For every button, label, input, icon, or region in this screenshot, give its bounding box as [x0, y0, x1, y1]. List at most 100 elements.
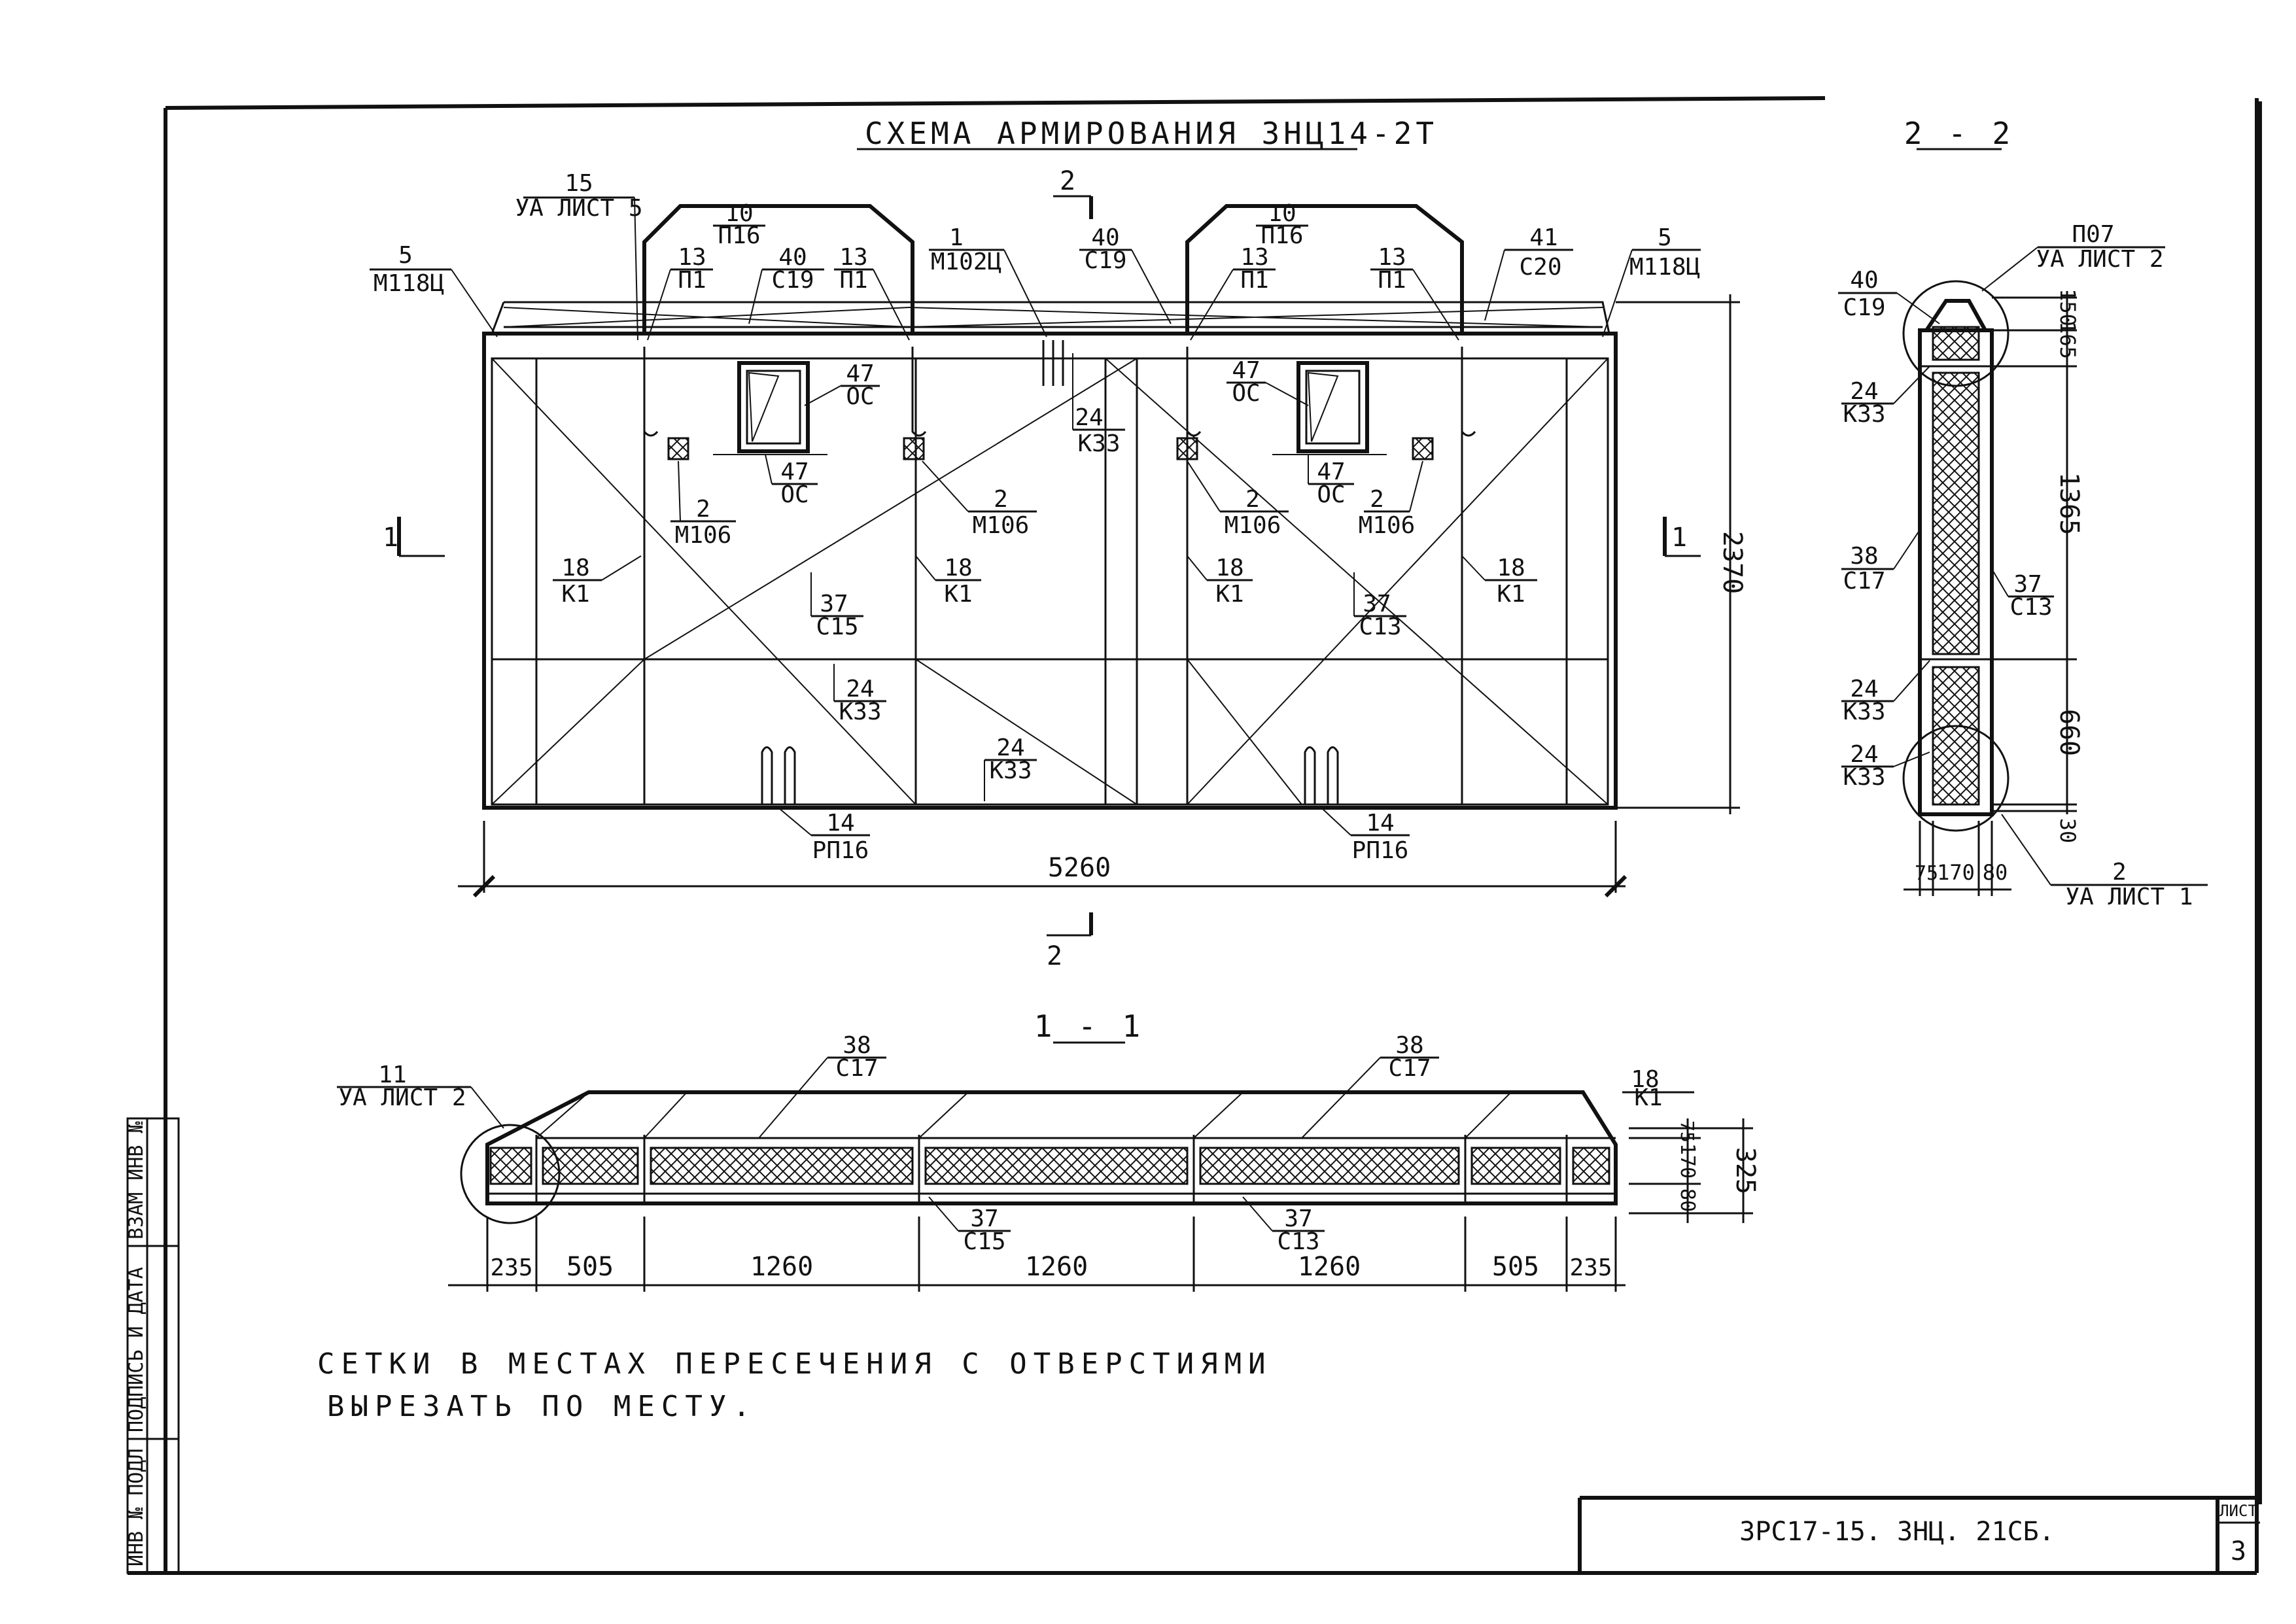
- c22-p07-num: П07: [2072, 221, 2114, 248]
- section-mark-1-right: 1: [1671, 523, 1687, 553]
- callout-47-d-num: 47: [1317, 458, 1345, 485]
- c22-24-a-code: К33: [1843, 401, 1885, 428]
- callout-41-code: С20: [1519, 254, 1561, 281]
- callout-14-b-num: 14: [1366, 810, 1394, 837]
- callout-2-d-num: 2: [1370, 486, 1384, 513]
- c22-24-c-code: К33: [1843, 764, 1885, 791]
- c22-2-num: 2: [2112, 859, 2127, 886]
- c22-24-c-num: 24: [1850, 741, 1878, 768]
- side-stamp: ИНВ № ПОДЛ ПОДПИСЬ И ДАТА ВЗАМ ИНВ №: [125, 1117, 180, 1574]
- dim11-v-170: 170: [1676, 1143, 1699, 1179]
- callout-14-b-code: РП16: [1352, 837, 1409, 864]
- callout-10-right-num: 10: [1268, 200, 1296, 227]
- callout-40-b-code: С19: [1084, 247, 1126, 274]
- callout-15-code: УА ЛИСТ 5: [515, 195, 642, 222]
- callout-2-a-num: 2: [696, 496, 710, 523]
- dim22-v-150: 150: [2055, 288, 2080, 326]
- sheet-label: ЛИСТ: [2219, 1502, 2257, 1520]
- c22-p07-code: УА ЛИСТ 2: [2036, 246, 2163, 273]
- dim11-h-1: 235: [490, 1254, 532, 1281]
- callout-13-a-code: П1: [678, 267, 706, 294]
- callout-1-code: М102Ц: [931, 249, 1001, 275]
- callout-2-c-code: М106: [1225, 512, 1281, 539]
- dim11-v-80: 80: [1676, 1188, 1699, 1212]
- dim22-h-75: 75: [1915, 862, 1938, 885]
- note-line-2: ВЫРЕЗАТЬ ПО МЕСТУ.: [327, 1390, 757, 1423]
- callout-24-a-num: 24: [1075, 404, 1103, 431]
- callout-24-c-code: К33: [989, 757, 1032, 784]
- note-line-1: СЕТКИ В МЕСТАХ ПЕРЕСЕЧЕНИЯ С ОТВЕРСТИЯМИ: [317, 1347, 1272, 1381]
- callout-37-b-code: С13: [1359, 613, 1401, 640]
- callout-13-a-num: 13: [678, 244, 706, 271]
- sheet-number: 3: [2231, 1536, 2246, 1566]
- c22-40-code: С19: [1843, 294, 1885, 321]
- callout-18-a-num: 18: [561, 555, 589, 581]
- callout-47-c-num: 47: [1232, 357, 1260, 384]
- dim11-h-5: 1260: [1298, 1252, 1361, 1282]
- main-title: СХЕМА АРМИРОВАНИЯ ЗНЦ14-2Т: [865, 116, 1438, 151]
- callout-14-a-num: 14: [826, 810, 854, 837]
- callout-5-left-num: 5: [398, 242, 413, 269]
- callout-14-a-code: РП16: [812, 837, 869, 864]
- dim22-h-170: 170: [1937, 860, 1975, 885]
- callout-41-num: 41: [1529, 224, 1557, 251]
- c11-11-code: УА ЛИСТ 2: [338, 1084, 466, 1111]
- drawing-code: ЗРС17-15. ЗНЦ. 21СБ.: [1739, 1517, 2055, 1547]
- callout-10-left-num: 10: [725, 200, 753, 227]
- callout-24-c-num: 24: [996, 734, 1024, 761]
- callout-47-a-code: ОС: [846, 383, 874, 410]
- dim11-h-7: 235: [1569, 1254, 1612, 1281]
- callout-47-b-code: ОС: [780, 481, 809, 508]
- callout-13-d-code: П1: [1378, 267, 1406, 294]
- stamp-signature-date: ПОДПИСЬ И ДАТА: [125, 1267, 148, 1432]
- callout-24-a-code: К33: [1077, 430, 1120, 457]
- callout-10-left-code: П16: [718, 222, 760, 249]
- c11-11-num: 11: [378, 1062, 406, 1088]
- c11-18-num: 18: [1631, 1066, 1659, 1093]
- callout-18-b-num: 18: [944, 555, 972, 581]
- c11-38-b-num: 38: [1395, 1032, 1423, 1059]
- callout-13-b-code: П1: [839, 267, 867, 294]
- section-22-title: 2 - 2: [1904, 116, 2014, 151]
- c11-37-a-num: 37: [970, 1205, 998, 1232]
- c11-37-a-code: С15: [963, 1228, 1005, 1255]
- c22-37-num: 37: [2013, 571, 2042, 598]
- callout-2-c-num: 2: [1245, 486, 1260, 513]
- c22-24-b-num: 24: [1850, 676, 1878, 702]
- dim22-v-165: 165: [2055, 321, 2080, 359]
- callout-47-b-num: 47: [780, 458, 809, 485]
- callout-37-a-num: 37: [820, 591, 848, 617]
- callout-2-d-code: М106: [1359, 512, 1416, 539]
- callout-40-b-num: 40: [1091, 224, 1119, 251]
- callout-40-a-code: С19: [771, 267, 814, 294]
- section-mark-1-left: 1: [383, 523, 398, 553]
- dim-height: 2370: [1717, 531, 1747, 594]
- sheet-frame: [128, 96, 2262, 1575]
- stamp-vzam-inv: ВЗАМ ИНВ №: [125, 1121, 148, 1239]
- title-block: ЗРС17-15. ЗНЦ. 21СБ. ЛИСТ 3: [1578, 1496, 2260, 1573]
- c11-37-b-num: 37: [1284, 1205, 1312, 1232]
- callout-24-b-code: К33: [839, 699, 881, 725]
- callout-18-c-code: К1: [1215, 581, 1244, 608]
- callout-1-num: 1: [949, 224, 964, 251]
- c22-2-code: УА ЛИСТ 1: [2065, 884, 2193, 910]
- dim22-h-80: 80: [1983, 860, 2008, 885]
- callout-40-a-num: 40: [778, 244, 807, 271]
- dim22-v-660: 660: [2054, 709, 2084, 756]
- callout-5-right-num: 5: [1658, 224, 1672, 251]
- c22-37-code: С13: [2009, 594, 2052, 621]
- dim11-h-6: 505: [1492, 1252, 1539, 1282]
- section-mark-2-bottom: 2: [1047, 941, 1062, 971]
- callout-13-c-code: П1: [1240, 267, 1268, 294]
- dim11-h-3: 1260: [750, 1252, 813, 1282]
- c22-38-num: 38: [1850, 543, 1878, 570]
- callout-18-d-code: К1: [1497, 581, 1525, 608]
- callout-5-right-code: М118Ц: [1629, 254, 1700, 281]
- c11-38-b-code: С17: [1388, 1055, 1431, 1082]
- dim-width: 5260: [1048, 853, 1111, 883]
- callout-5-left-code: М118Ц: [374, 270, 444, 297]
- dim22-v-1365: 1365: [2054, 472, 2084, 535]
- section-mark-2-top: 2: [1060, 166, 1075, 196]
- callout-47-d-code: ОС: [1317, 481, 1345, 508]
